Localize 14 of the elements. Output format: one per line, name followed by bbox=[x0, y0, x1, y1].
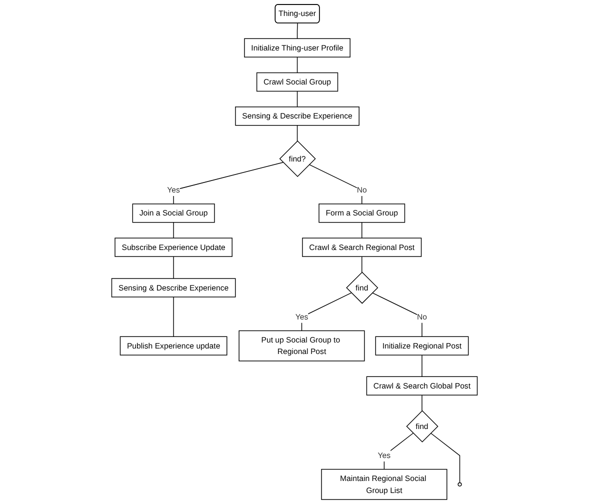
connector bbox=[308, 164, 362, 204]
connector bbox=[173, 162, 284, 204]
connector bbox=[296, 56, 298, 74]
node-circle bbox=[458, 482, 462, 486]
connector bbox=[173, 256, 174, 279]
connector bbox=[296, 90, 298, 108]
connector bbox=[173, 222, 174, 238]
connector bbox=[296, 125, 298, 142]
connector bbox=[430, 432, 460, 484]
connector bbox=[384, 432, 414, 470]
connector bbox=[372, 292, 422, 337]
connector bbox=[296, 22, 298, 39]
connector bbox=[301, 292, 352, 332]
connector bbox=[173, 296, 174, 337]
